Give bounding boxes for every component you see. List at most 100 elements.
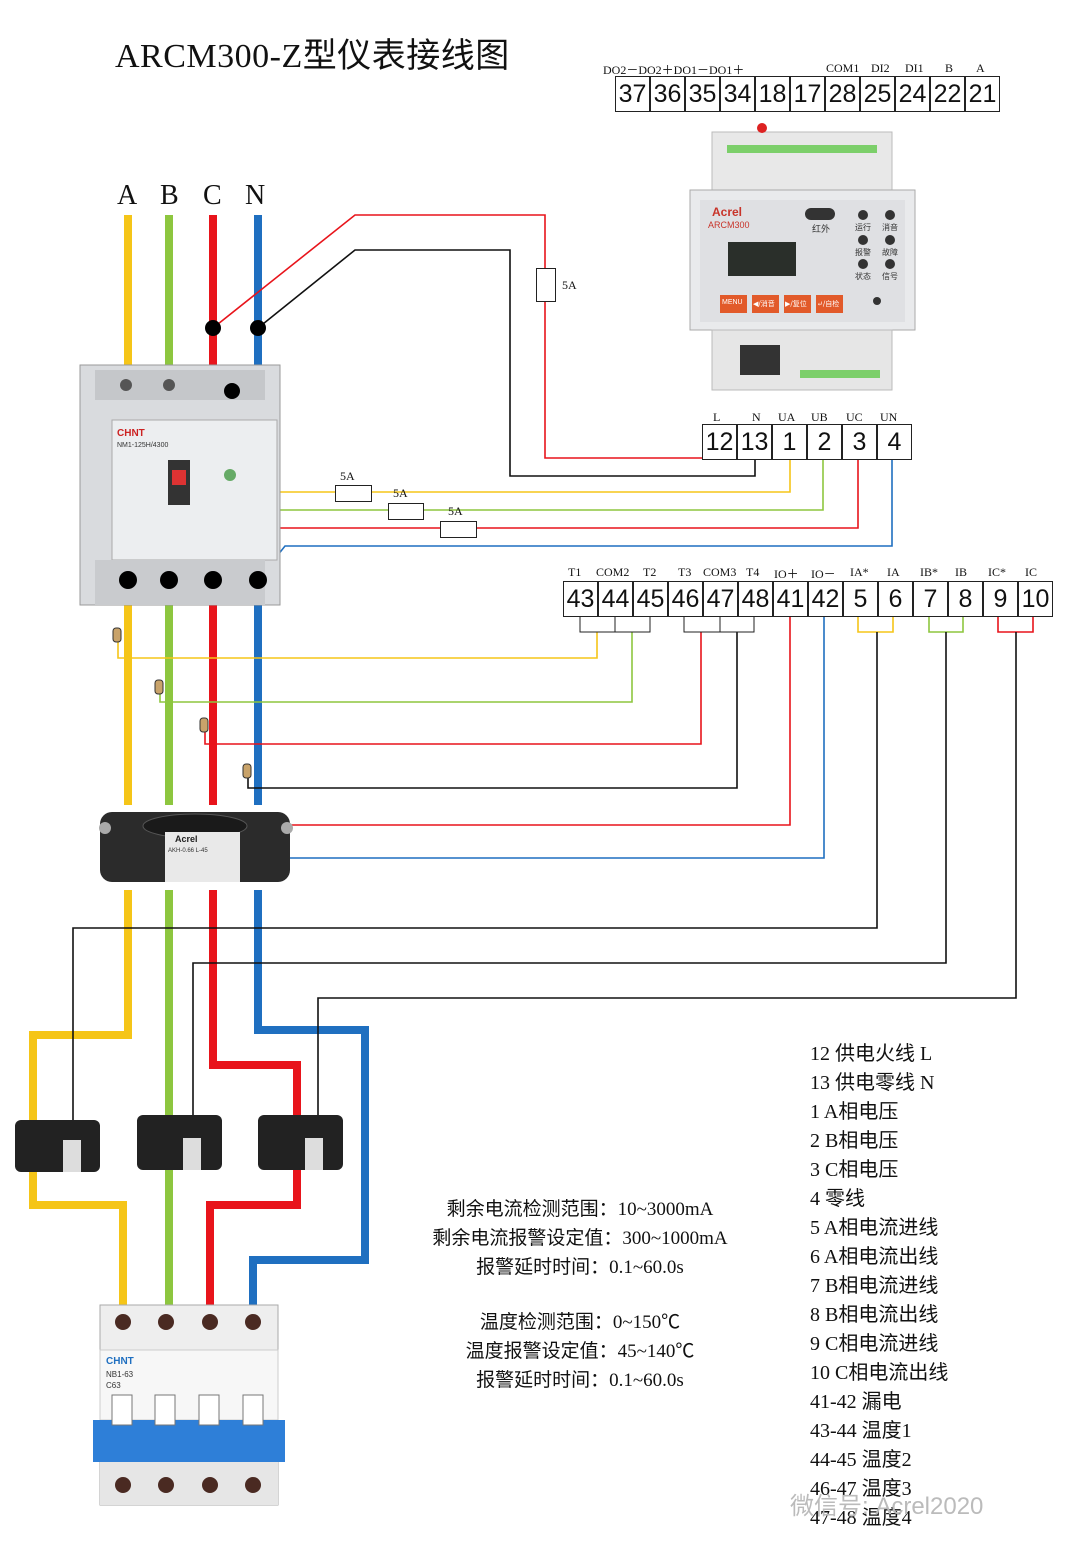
- signal-terminal-label: IO＋: [774, 567, 799, 581]
- fuse-label: 5A: [340, 469, 355, 483]
- meter-button-label: ▶/复位: [785, 300, 807, 308]
- terminal: 37: [615, 76, 650, 112]
- legend-item: 3 C相电压: [810, 1159, 899, 1181]
- io-minus-wire: [285, 615, 825, 859]
- ib-wire: [928, 615, 964, 633]
- meter-button-label: ◀/消音: [753, 300, 775, 308]
- legend-item: 8 B相电流出线: [810, 1304, 939, 1326]
- terminal: 35: [685, 76, 720, 112]
- watermark: 微信号: Acrel2020: [790, 1493, 984, 1520]
- terminal: 17: [790, 76, 825, 112]
- terminal: 12: [702, 424, 737, 460]
- meter-led-label: 报警: [855, 248, 871, 257]
- terminal: 22: [930, 76, 965, 112]
- top-terminal-label: B: [945, 61, 954, 75]
- meter-brand: Acrel: [712, 205, 743, 219]
- terminal-bracket: [579, 615, 755, 633]
- terminal: 5: [843, 581, 878, 617]
- power-terminal-label: L: [713, 410, 721, 424]
- page-title: ARCM300-Z型仪表接线图: [115, 38, 510, 75]
- signal-terminal-label: IO－: [811, 567, 836, 581]
- branch-breaker-brand: CHNT: [106, 1356, 134, 1367]
- terminal-legend: 12 供电火线 L 13 供电零线 N 1 A相电压 2 B相电压 3 C相电压…: [810, 1040, 948, 1533]
- legend-item: 6 A相电流出线: [810, 1246, 939, 1268]
- ic-wire: [997, 615, 1034, 633]
- meter-led-label: 运行: [855, 223, 871, 232]
- phase-ct-b: [137, 1115, 222, 1170]
- signal-terminal-label: IB: [955, 565, 967, 579]
- arcm300-meter: [689, 123, 916, 391]
- terminal: 6: [878, 581, 913, 617]
- power-terminal-label: UA: [778, 410, 796, 424]
- phase-ct-a: [15, 1120, 100, 1172]
- residual-ct-model: AKH-0.66 L-45: [168, 848, 208, 854]
- ct-c-wire: [317, 632, 1017, 1120]
- spec-line: 报警延时时间：0.1~60.0s: [476, 1370, 684, 1391]
- branch-breaker: [93, 1304, 285, 1506]
- legend-item: 47-48 温度4: [810, 1507, 912, 1529]
- phase-label-a: A: [117, 180, 138, 211]
- phase-label-n: N: [245, 180, 266, 211]
- meter-model: ARCM300: [708, 220, 750, 230]
- terminal: 25: [860, 76, 895, 112]
- junction-dot: [205, 320, 221, 336]
- fuse-label: 5A: [562, 278, 577, 292]
- legend-item: 9 C相电流进线: [810, 1333, 939, 1355]
- legend-item: 5 A相电流进线: [810, 1217, 939, 1239]
- meter-led-label: 信号: [882, 272, 898, 281]
- spec-line: 剩余电流报警设定值：300~1000mA: [432, 1228, 728, 1249]
- legend-item: 10 C相电流出线: [810, 1362, 949, 1384]
- junction-dot: [250, 320, 266, 336]
- signal-terminal-label: IB*: [920, 565, 938, 579]
- meter-led-label: 故障: [882, 248, 898, 257]
- branch-breaker-rating: C63: [106, 1381, 121, 1390]
- meter-led-label: 状态: [855, 272, 871, 281]
- terminal: 48: [738, 581, 773, 617]
- meter-button-label: ↵/自检: [817, 300, 840, 308]
- terminal: 45: [633, 581, 668, 617]
- top-terminal-label: DI2: [871, 61, 890, 75]
- legend-item: 43-44 温度1: [810, 1420, 912, 1442]
- top-terminal-label: DI1: [905, 61, 924, 75]
- signal-terminal-label: IA: [887, 565, 900, 579]
- signal-terminal-block: 43 44 45 46 47 48 41 42 5 6 7 8 9 10: [563, 581, 1053, 617]
- signal-terminal-label: T3: [678, 565, 692, 579]
- spec-line: 报警延时时间：0.1~60.0s: [476, 1257, 684, 1278]
- t3-wire: [204, 632, 702, 745]
- signal-terminal-label: IC: [1025, 565, 1037, 579]
- ct-a-wire: [72, 632, 878, 1120]
- fuse: [388, 503, 424, 520]
- io-plus-wire: [285, 615, 791, 826]
- signal-terminal-label: T1: [568, 565, 582, 579]
- terminal: 4: [877, 424, 912, 460]
- terminal: 44: [598, 581, 633, 617]
- terminal: 18: [755, 76, 790, 112]
- fuse: [536, 268, 556, 302]
- supply-l-wire: [212, 214, 705, 459]
- top-terminal-label: DO2－DO2＋DO1－DO1＋: [603, 63, 745, 77]
- signal-terminal-label: COM2: [596, 565, 630, 579]
- residual-ct-brand: Acrel: [175, 834, 198, 844]
- legend-item: 12 供电火线 L: [810, 1043, 933, 1065]
- top-terminal-label: A: [976, 61, 985, 75]
- spec-line: 温度报警设定值：45~140℃: [465, 1341, 695, 1362]
- phase-ct-c: [258, 1115, 343, 1170]
- terminal: 43: [563, 581, 598, 617]
- temperature-probe: [112, 627, 252, 779]
- fuse-label: 5A: [448, 504, 463, 518]
- spec-line: 温度检测范围：0~150℃: [479, 1312, 681, 1333]
- terminal: 1: [772, 424, 807, 460]
- terminal: 41: [773, 581, 808, 617]
- terminal: 13: [737, 424, 772, 460]
- main-breaker-model: NM1-125H/4300: [117, 442, 169, 449]
- signal-terminal-label: T2: [643, 565, 657, 579]
- power-terminal-label: N: [752, 410, 761, 424]
- power-terminal-block: 12 13 1 2 3 4: [702, 424, 912, 460]
- fuse: [440, 521, 477, 538]
- legend-item: 46-47 温度3: [810, 1478, 912, 1500]
- terminal: 21: [965, 76, 1000, 112]
- ia-wire: [857, 615, 894, 633]
- spec-residual: 剩余电流检测范围：10~3000mA 剩余电流报警设定值：300~1000mA …: [400, 1195, 760, 1282]
- phase-label-b: B: [160, 180, 179, 211]
- top-terminal-label: COM1: [826, 61, 860, 75]
